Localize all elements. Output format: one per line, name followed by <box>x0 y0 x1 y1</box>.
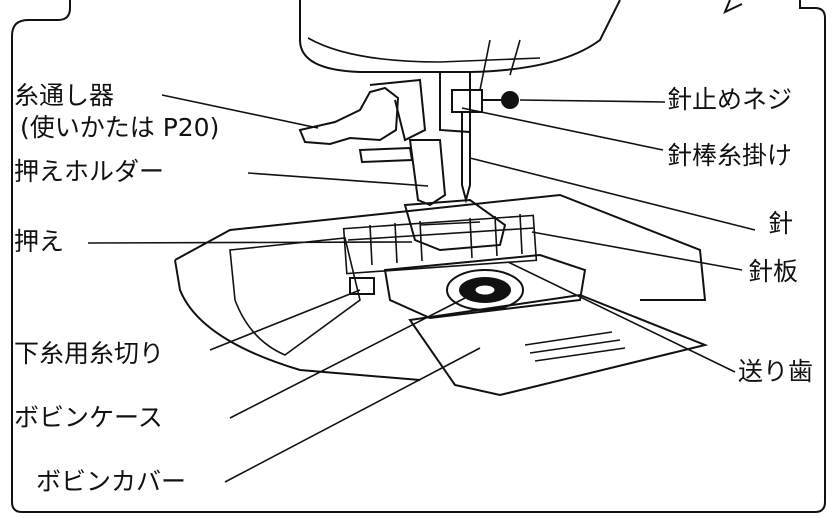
bobbin-hub <box>474 284 496 296</box>
leader-foot-holder <box>247 172 429 187</box>
needle-bar <box>439 72 471 134</box>
label-needle-bar-guide: 針棒糸掛け <box>667 141 793 170</box>
arm-groove-2 <box>509 39 521 76</box>
label-feed-dogs: 送り歯 <box>738 357 814 386</box>
label-threader-ref: (使いかたは P20) <box>20 113 220 142</box>
threader-body <box>369 78 427 142</box>
presser-bar <box>358 146 414 164</box>
label-needle-plate: 針板 <box>748 257 799 286</box>
label-foot-holder: 押えホルダー <box>14 157 165 186</box>
needle-shaft <box>461 112 471 204</box>
label-presser-foot: 押え <box>14 227 65 256</box>
arm-groove <box>479 39 491 91</box>
label-threader: 糸通し器 <box>14 81 115 110</box>
frame-notch <box>723 0 743 15</box>
leader-bobbin-case <box>229 297 466 419</box>
foot-holder-body <box>408 139 447 207</box>
bed-front-edge <box>174 259 421 381</box>
bed-inner-panel <box>229 237 361 356</box>
threader-lever <box>298 86 400 146</box>
leader-bobbin-cutter <box>209 289 361 351</box>
label-bobbin-cutter: 下糸用糸切り <box>14 339 165 368</box>
label-bobbin-case: ボビンケース <box>14 403 163 432</box>
presser-foot-shape <box>403 198 507 252</box>
bobbin-outer <box>446 269 524 311</box>
arm-lower-edge <box>307 37 541 63</box>
thread-cutter-slot <box>349 277 375 295</box>
label-needle: 針 <box>768 209 794 238</box>
leader-presser-foot <box>87 241 413 244</box>
bobbin-cover-shape <box>408 293 709 397</box>
machine-arm <box>299 0 621 73</box>
diagram-frame <box>11 0 826 513</box>
needle-screw-head <box>501 91 519 109</box>
bobbin-area-edge <box>383 253 587 320</box>
leader-threader <box>161 94 319 129</box>
leader-needle-plate <box>531 231 743 271</box>
cover-ridges <box>524 331 626 362</box>
leader-needle <box>469 157 756 231</box>
leader-bobbin-cover <box>224 347 481 483</box>
label-bobbin-cover: ボビンカバー <box>36 467 187 496</box>
leader-needle-bar-guide <box>461 107 664 151</box>
label-needle-screw: 針止めネジ <box>667 85 793 114</box>
leader-feed-dogs <box>507 261 736 373</box>
grid-lines <box>347 213 535 266</box>
leader-needle-screw <box>519 99 666 103</box>
bed-top-surface <box>174 193 707 301</box>
needle-plate-grid <box>342 214 538 275</box>
